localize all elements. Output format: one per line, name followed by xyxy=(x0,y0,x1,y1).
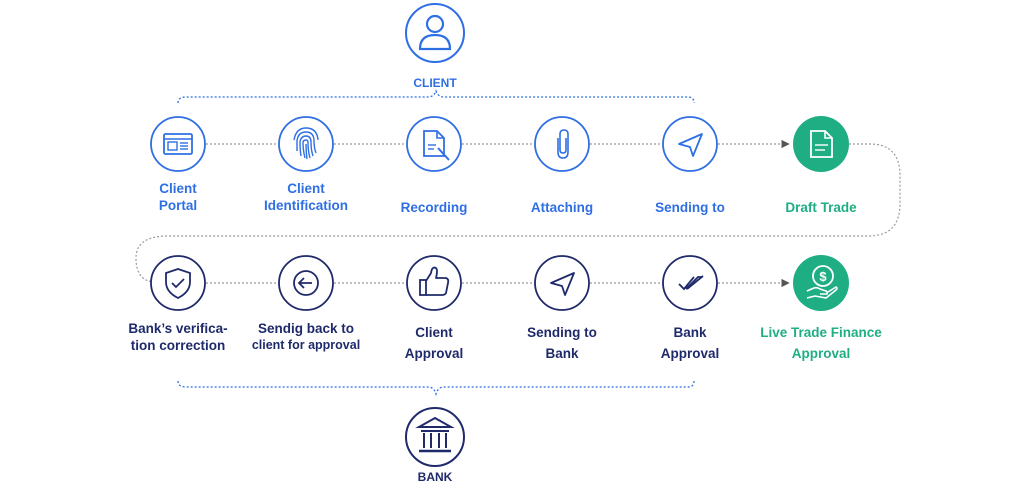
step-sending-to-label: Sending to xyxy=(655,200,725,215)
bank-icon xyxy=(405,407,465,467)
send-icon xyxy=(662,116,718,172)
bank-brace xyxy=(177,380,695,397)
fingerprint-icon xyxy=(278,116,334,172)
double-check-icon xyxy=(662,255,718,311)
send-icon-bank xyxy=(534,255,590,311)
browser-window-icon xyxy=(150,116,206,172)
top-connectors xyxy=(135,139,901,283)
step-draft-trade-label: Draft Trade xyxy=(785,200,857,215)
document-icon xyxy=(793,116,849,172)
client-brace xyxy=(177,88,695,104)
arrow-left-circle-icon xyxy=(278,255,334,311)
shield-check-icon xyxy=(150,255,206,311)
step-bank-verification-label: Bank’s verifica-tion correction xyxy=(128,321,228,353)
step-recording-label: Recording xyxy=(400,200,468,215)
paperclip-icon xyxy=(534,116,590,172)
client-label: CLIENT xyxy=(413,76,457,90)
document-edit-icon xyxy=(406,116,462,172)
bank-label: BANK xyxy=(417,470,453,484)
thumbs-up-icon xyxy=(406,255,462,311)
dollar-hand-icon: $ xyxy=(793,255,849,311)
step-attaching-label: Attaching xyxy=(530,200,594,215)
svg-text:$: $ xyxy=(819,269,827,284)
user-icon xyxy=(405,3,465,63)
